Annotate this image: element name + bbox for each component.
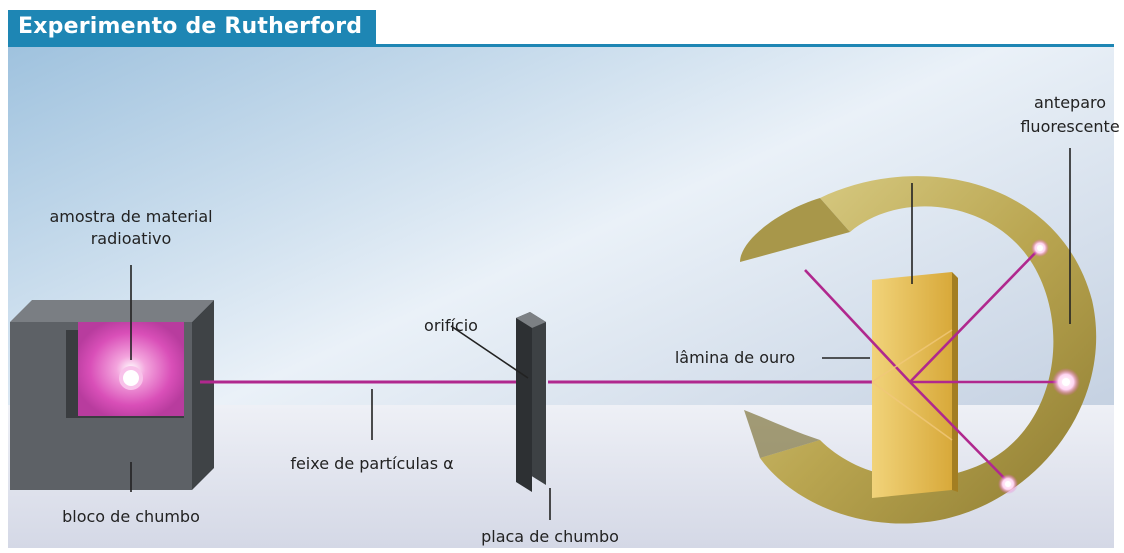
foil-paths: [871, 329, 953, 441]
page-title: Experimento de Rutherford: [18, 14, 363, 39]
scattered-paths: [804, 247, 1064, 485]
label-beam: feixe de partículas α: [290, 454, 453, 473]
label-sample-line1: amostra de material: [49, 207, 212, 226]
lead-plate: [516, 312, 546, 492]
label-lead-plate: placa de chumbo: [481, 527, 619, 546]
title-bar: [8, 10, 376, 44]
label-screen-line1: anteparo: [1034, 93, 1106, 112]
lead-block: [10, 300, 214, 490]
label-orifice: orifício: [424, 316, 478, 335]
label-gold-foil: lâmina de ouro: [675, 348, 795, 367]
sample-glow: [119, 366, 143, 390]
leader-lines: [130, 148, 1071, 520]
label-lead-block: bloco de chumbo: [62, 507, 200, 526]
title-rule: [8, 44, 1114, 47]
impact-flash-core: [1037, 245, 1043, 251]
impact-flash-core: [1062, 378, 1070, 386]
label-sample-line2: radioativo: [91, 229, 172, 248]
fluorescent-screen: [740, 176, 1097, 524]
gold-foil: [872, 272, 958, 498]
impact-flash-core: [1005, 481, 1011, 487]
label-screen-line2: fluorescente: [1020, 117, 1119, 136]
